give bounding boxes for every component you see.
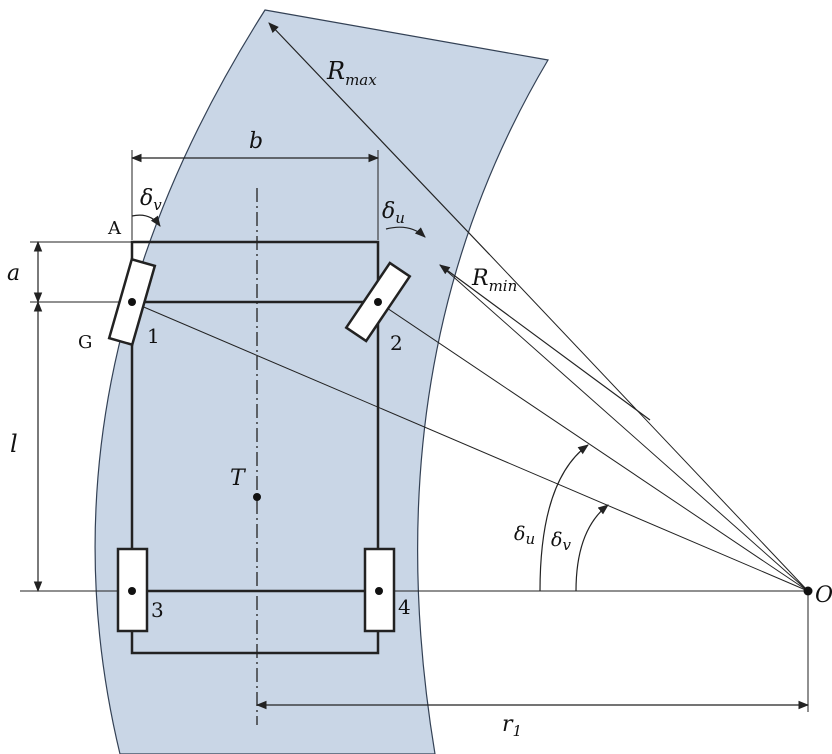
label-delta-u-bottom: δu [514, 523, 535, 548]
ray-corner [439, 264, 809, 592]
label-wheel-2: 2 [390, 331, 403, 355]
label-wheel-4: 4 [398, 595, 411, 619]
label-r-min: Rmin [471, 266, 517, 295]
angle-arc-delta-u-top [385, 226, 426, 238]
ray-rmax [489, 254, 809, 592]
rmax-arrow [268, 22, 491, 256]
angle-arc-delta-v-top [131, 214, 161, 227]
ray-wheel-2 [377, 301, 809, 592]
label-a: a [7, 261, 20, 286]
label-wheel-1: 1 [147, 324, 160, 348]
label-delta-u-top: δu [382, 199, 405, 227]
label-point-g: G [78, 332, 92, 353]
label-l: l [10, 430, 18, 458]
label-o: O [815, 583, 832, 608]
label-t: T [230, 466, 247, 491]
pivot-wheel-4 [375, 587, 383, 595]
label-r-max: Rmax [326, 57, 377, 89]
label-r1: r1 [502, 712, 522, 740]
angle-arc-delta-v-bottom [575, 504, 609, 592]
ray-wheel-1 [131, 301, 809, 592]
vehicle-body [130, 240, 380, 655]
rmin-arrow [439, 264, 651, 421]
turning-band [94, 9, 549, 754]
point-o [803, 586, 813, 596]
label-point-a: A [107, 218, 122, 239]
pivot-wheel-2 [374, 298, 382, 306]
label-wheel-3: 3 [151, 598, 164, 622]
label-b: b [249, 129, 263, 154]
label-delta-v-top: δv [140, 186, 162, 214]
pivot-wheel-1 [128, 298, 136, 306]
angle-arc-delta-u-bottom [539, 444, 589, 592]
point-t [253, 493, 261, 501]
label-delta-v-bottom: δv [551, 529, 571, 554]
pivot-wheel-3 [128, 587, 136, 595]
